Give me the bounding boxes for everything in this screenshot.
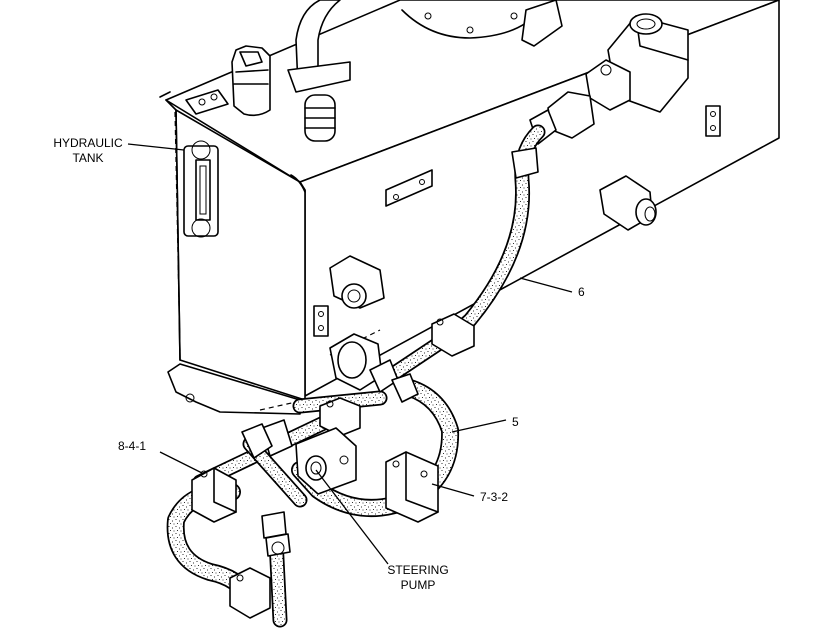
hydraulic-tank-label-line1: HYDRAULIC: [53, 136, 123, 150]
side-elbow-fitting: [329, 255, 385, 309]
leader-6: [519, 277, 573, 293]
clamp-upper-pump: [319, 397, 361, 437]
label-hydraulic-tank: HYDRAULIC TANK: [53, 136, 123, 165]
hose-6: [444, 124, 546, 344]
top-plate: [185, 89, 229, 115]
label-steering-pump: STEERING PUMP: [387, 563, 448, 592]
steering-pump-label-line2: PUMP: [401, 578, 436, 592]
clamp-hose-6: [431, 313, 475, 357]
leader-steering-pump: [315, 469, 389, 565]
side-plate-lower: [313, 305, 329, 337]
tube-fittings: [329, 333, 419, 403]
steering-pump: [241, 419, 357, 495]
breather-filter: [304, 94, 336, 142]
leader-8-4-1: [159, 451, 205, 475]
vertical-fittings: [261, 511, 291, 557]
clamp-8-4-1: [191, 467, 237, 523]
filler-cap: [231, 45, 271, 117]
clamp-bottom: [229, 567, 271, 619]
side-nameplate: [385, 169, 433, 207]
top-access-cover: [401, 0, 563, 47]
callout-8-4-1: 8-4-1: [118, 439, 146, 453]
leader-hydraulic-tank: [127, 143, 185, 151]
tank-base-flange: [167, 363, 301, 415]
side-port-fitting: [599, 175, 657, 231]
callout-6: 6: [578, 285, 585, 299]
hydraulic-tank-label-line2: TANK: [72, 151, 103, 165]
sight-gauge: [183, 140, 219, 238]
clamp-7-3-2: [385, 451, 439, 523]
vent-pipe: [287, 0, 351, 93]
callout-5: 5: [512, 415, 519, 429]
valve-block: [529, 13, 689, 145]
leader-5: [451, 419, 507, 433]
leader-7-3-2: [431, 483, 475, 497]
callout-7-3-2: 7-3-2: [480, 490, 508, 504]
side-plate-small: [705, 105, 721, 137]
steering-pump-label-line1: STEERING: [387, 563, 448, 577]
